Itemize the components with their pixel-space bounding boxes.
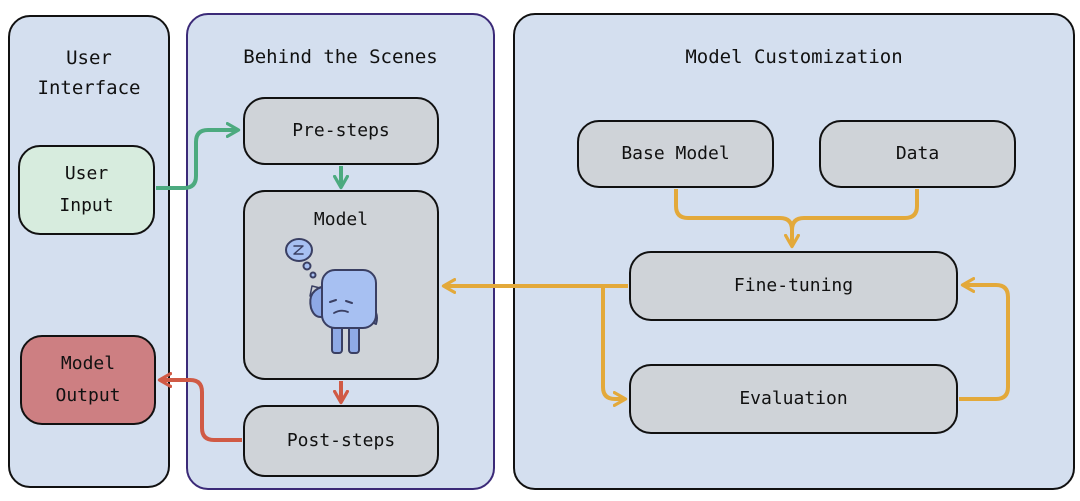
panel-title-behind-the-scenes: Behind the Scenes xyxy=(243,46,438,68)
user-input-node: User Input xyxy=(18,145,155,235)
panel-title-user-interface: User Interface xyxy=(37,47,141,99)
base-model-node: Base Model xyxy=(577,120,774,188)
evaluation-node: Evaluation xyxy=(629,364,958,434)
panel-title-model-customization: Model Customization xyxy=(685,46,903,68)
data-node: Data xyxy=(819,120,1016,188)
model-label: Model xyxy=(313,209,369,230)
fine-tuning-node: Fine-tuning xyxy=(629,251,958,321)
model-output-node: Model Output xyxy=(20,335,156,425)
model-node: Model xyxy=(243,190,439,380)
post-steps-node: Post-steps xyxy=(243,405,439,477)
pre-steps-node: Pre-steps xyxy=(243,97,439,165)
